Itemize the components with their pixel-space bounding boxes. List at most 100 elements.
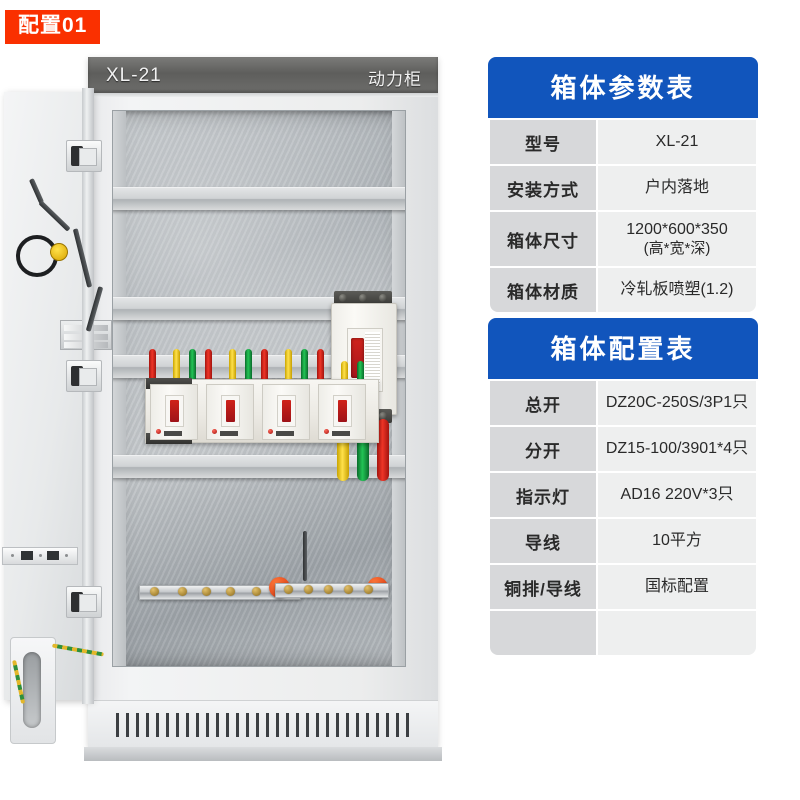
terminal-screw-icon (359, 294, 367, 302)
sub-breaker-window (277, 395, 296, 427)
config-key (490, 611, 596, 655)
table-row: 箱体材质 冷轧板喷塑(1.2) (490, 268, 756, 312)
config-value (598, 611, 756, 655)
table-row: 箱体尺寸 1200*600*350 (高*宽*深) (490, 212, 756, 266)
table-row: 导线 10平方 (490, 519, 756, 563)
ventilation-slots (116, 713, 410, 737)
table-row: 型号 XL-21 (490, 120, 756, 164)
door-edge (82, 88, 94, 704)
cabinet-model-label: XL-21 (106, 65, 162, 86)
terminal-screw-icon (379, 412, 387, 420)
sub-breaker (150, 384, 198, 440)
config-value: DZ20C-250S/3P1只 (598, 381, 756, 425)
ground-warning-icon (50, 243, 68, 261)
door-latch-strip (2, 547, 78, 565)
param-value-main: 1200*600*350 (626, 220, 728, 238)
ground-busbar (275, 583, 389, 598)
mounting-rail (113, 187, 405, 210)
config-table-title: 箱体配置表 (488, 318, 758, 379)
cabinet-plinth (88, 700, 438, 748)
busbar-stud-icon (324, 585, 333, 594)
branch-wire (189, 349, 196, 381)
branch-wire (357, 361, 364, 381)
sub-breaker-toggle (282, 400, 291, 422)
hinge-plate (79, 368, 97, 386)
sub-breaker-toggle (170, 400, 179, 422)
inner-frame-left (113, 111, 126, 666)
cabinet-door (2, 92, 112, 744)
busbar-stud-icon (252, 587, 261, 596)
sub-breaker-brand-plate (276, 431, 294, 436)
branch-wire (245, 349, 252, 381)
busbar-stud-icon (226, 587, 235, 596)
busbar-stud-icon (344, 585, 353, 594)
table-row: 安装方式 户内落地 (490, 166, 756, 210)
branch-wire (285, 349, 292, 381)
hinge-plate (79, 148, 97, 166)
sub-breaker-window (333, 395, 352, 427)
table-row: 铜排/导线 国标配置 (490, 565, 756, 609)
param-key: 安装方式 (490, 166, 596, 210)
main-breaker-top-terminals (334, 291, 392, 305)
inner-frame-right (392, 111, 405, 666)
cabinet-top-nameplate: XL-21 动力柜 (88, 57, 438, 97)
branch-wire (317, 349, 324, 381)
sub-breaker-indicator-icon (324, 429, 329, 434)
param-value: XL-21 (598, 120, 756, 164)
config-key: 分开 (490, 427, 596, 471)
sub-breaker-indicator-icon (156, 429, 161, 434)
busbar-stud-icon (202, 587, 211, 596)
door-handle[interactable] (10, 637, 56, 744)
param-key: 箱体材质 (490, 268, 596, 312)
config-table: 总开 DZ20C-250S/3P1只 分开 DZ15-100/3901*4只 指… (488, 379, 758, 657)
param-table: 型号 XL-21 安装方式 户内落地 箱体尺寸 1200*600*350 (高*… (488, 118, 758, 314)
ground-drop-wire (303, 531, 307, 581)
spec-tables-panel: 箱体参数表 型号 XL-21 安装方式 户内落地 箱体尺寸 1200*600*3… (488, 57, 758, 657)
table-row: 指示灯 AD16 220V*3只 (490, 473, 756, 517)
config-value: 10平方 (598, 519, 756, 563)
sub-breaker-toggle (338, 400, 347, 422)
sub-breaker (262, 384, 310, 440)
config-key: 导线 (490, 519, 596, 563)
config-value: DZ15-100/3901*4只 (598, 427, 756, 471)
bank-top-terminals (146, 378, 192, 389)
sub-breaker-window (221, 395, 240, 427)
param-key: 箱体尺寸 (490, 212, 596, 266)
config-key: 铜排/导线 (490, 565, 596, 609)
cabinet-base (84, 747, 442, 761)
branch-wire (173, 349, 180, 381)
latch-block (21, 551, 33, 560)
branch-wire (261, 349, 268, 381)
branch-wire (341, 361, 348, 381)
cabinet-inner-cavity (112, 110, 406, 667)
config-value: AD16 220V*3只 (598, 473, 756, 517)
busbar-stud-icon (150, 587, 159, 596)
param-value: 1200*600*350 (高*宽*深) (598, 212, 756, 266)
sub-breaker-brand-plate (220, 431, 238, 436)
branch-wire (149, 349, 156, 381)
terminal-screw-icon (379, 294, 387, 302)
door-handle-recess[interactable] (23, 652, 41, 728)
table-row: 分开 DZ15-100/3901*4只 (490, 427, 756, 471)
main-breaker-spec-plate (365, 332, 380, 384)
door-hinge-bottom (66, 586, 102, 618)
param-value-note: (高*宽*深) (643, 239, 711, 257)
sub-breaker-bank (145, 378, 379, 444)
branch-wire (205, 349, 212, 381)
sub-breaker-toggle (226, 400, 235, 422)
latch-rivet-icon (39, 554, 42, 557)
busbar-stud-icon (284, 585, 293, 594)
door-hinge-middle (66, 360, 102, 392)
sub-breaker-indicator-icon (268, 429, 273, 434)
busbar-stud-icon (178, 587, 187, 596)
config-badge: 配置01 (5, 10, 101, 45)
sub-breaker (318, 384, 366, 440)
sub-breaker-brand-plate (164, 431, 182, 436)
branch-wire (301, 349, 308, 381)
table-row: 总开 DZ20C-250S/3P1只 (490, 381, 756, 425)
latch-rivet-icon (65, 554, 68, 557)
config-key: 总开 (490, 381, 596, 425)
mounting-rail (113, 455, 405, 478)
busbar-stud-icon (304, 585, 313, 594)
product-photo: XL-21 动力柜 (2, 10, 442, 761)
